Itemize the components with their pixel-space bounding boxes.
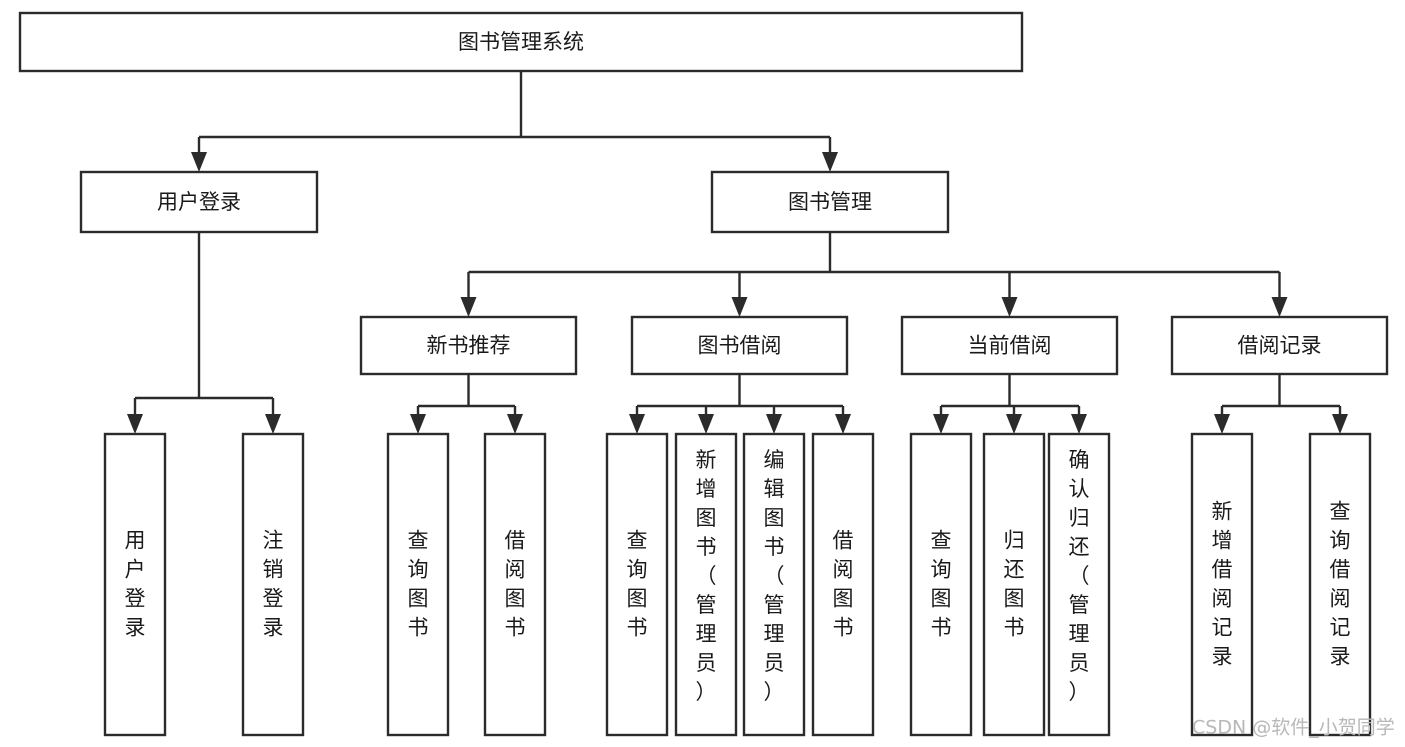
node-leaf-query-book-3-rect[interactable] [909,432,973,737]
arrow-head-icon [127,414,143,434]
node-leaf-add-book-label: 新增图书（管理员） [696,448,717,704]
node-borrow-record-rect[interactable] [1170,315,1389,376]
node-book-borrow-rect[interactable] [630,315,849,376]
node-leaf-borrow-book-2-label: 借阅图书 [833,528,854,639]
node-leaf-confirm-return-label: 确认归还（管理员） [1069,448,1090,704]
node-leaf-confirm-return-rect[interactable] [1047,432,1111,737]
node-user-login[interactable]: 用户登录 [79,170,319,234]
node-leaf-add-book-rect[interactable] [674,432,738,737]
node-book-manage-label: 图书管理 [788,190,872,214]
arrow-head-icon [1271,297,1288,317]
node-current-borrow[interactable]: 当前借阅 [900,315,1119,376]
node-leaf-query-book-1[interactable]: 查询图书 [386,432,450,737]
node-root-label: 图书管理系统 [458,30,584,54]
node-book-manage-rect[interactable] [710,170,950,234]
node-leaf-query-book-2-rect[interactable] [605,432,669,737]
nodes-layer: 图书管理系统用户登录图书管理新书推荐图书借阅当前借阅借阅记录用户登录注销登录查询… [18,11,1389,737]
arrow-head-icon [460,297,477,317]
node-borrow-record[interactable]: 借阅记录 [1170,315,1389,376]
node-leaf-borrow-book-1[interactable]: 借阅图书 [483,432,547,737]
node-current-borrow-label: 当前借阅 [968,334,1052,358]
node-leaf-user-login-rect[interactable] [103,432,167,737]
node-leaf-query-record[interactable]: 查询借阅记录 [1308,432,1372,737]
node-book-manage[interactable]: 图书管理 [710,170,950,234]
node-new-book-rec[interactable]: 新书推荐 [359,315,578,376]
connectors-layer [127,71,1348,434]
arrow-head-icon [1214,414,1230,434]
node-leaf-query-record-label: 查询借阅记录 [1330,499,1351,668]
node-new-book-rec-label: 新书推荐 [427,334,511,358]
node-leaf-edit-book-label: 编辑图书（管理员） [764,448,785,704]
node-leaf-user-logout[interactable]: 注销登录 [241,432,305,737]
arrow-head-icon [822,152,838,172]
arrow-head-icon [731,297,748,317]
node-leaf-query-book-2[interactable]: 查询图书 [605,432,669,737]
node-current-borrow-rect[interactable] [900,315,1119,376]
node-book-borrow-label: 图书借阅 [698,334,782,358]
arrow-head-icon [933,414,949,434]
arrow-head-icon [698,414,714,434]
node-leaf-confirm-return[interactable]: 确认归还（管理员） [1047,432,1111,737]
node-root[interactable]: 图书管理系统 [18,11,1024,73]
node-leaf-add-record[interactable]: 新增借阅记录 [1190,432,1254,737]
node-leaf-return-book-label: 归还图书 [1004,528,1025,639]
node-borrow-record-label: 借阅记录 [1238,334,1322,358]
arrow-head-icon [1001,297,1018,317]
node-leaf-query-book-2-label: 查询图书 [627,528,648,639]
node-leaf-query-book-3-label: 查询图书 [931,528,952,639]
node-leaf-query-book-1-label: 查询图书 [408,528,429,639]
node-leaf-borrow-book-2[interactable]: 借阅图书 [811,432,875,737]
node-leaf-borrow-book-1-rect[interactable] [483,432,547,737]
arrow-head-icon [191,152,207,172]
arrow-head-icon [766,414,782,434]
node-leaf-borrow-book-1-label: 借阅图书 [505,528,526,639]
node-new-book-rec-rect[interactable] [359,315,578,376]
node-leaf-query-record-rect[interactable] [1308,432,1372,737]
watermark-label: CSDN @软件_小贺同学 [1192,717,1395,739]
node-book-borrow[interactable]: 图书借阅 [630,315,849,376]
arrow-head-icon [410,414,426,434]
node-leaf-return-book-rect[interactable] [982,432,1046,737]
node-leaf-add-book[interactable]: 新增图书（管理员） [674,432,738,737]
node-leaf-edit-book[interactable]: 编辑图书（管理员） [742,432,806,737]
arrow-head-icon [629,414,645,434]
arrow-head-icon [265,414,281,434]
node-root-rect[interactable] [18,11,1024,73]
arrow-head-icon [1006,414,1022,434]
node-leaf-return-book[interactable]: 归还图书 [982,432,1046,737]
node-leaf-user-login-label: 用户登录 [125,528,146,639]
node-leaf-query-book-1-rect[interactable] [386,432,450,737]
arrow-head-icon [1071,414,1087,434]
arrow-head-icon [507,414,523,434]
arrow-head-icon [835,414,851,434]
node-leaf-add-record-label: 新增借阅记录 [1212,499,1233,668]
node-leaf-user-login[interactable]: 用户登录 [103,432,167,737]
node-leaf-add-record-rect[interactable] [1190,432,1254,737]
arrow-head-icon [1332,414,1348,434]
node-leaf-user-logout-label: 注销登录 [263,528,284,639]
node-user-login-rect[interactable] [79,170,319,234]
node-leaf-borrow-book-2-rect[interactable] [811,432,875,737]
node-leaf-edit-book-rect[interactable] [742,432,806,737]
node-user-login-label: 用户登录 [157,190,241,214]
node-leaf-query-book-3[interactable]: 查询图书 [909,432,973,737]
node-leaf-user-logout-rect[interactable] [241,432,305,737]
